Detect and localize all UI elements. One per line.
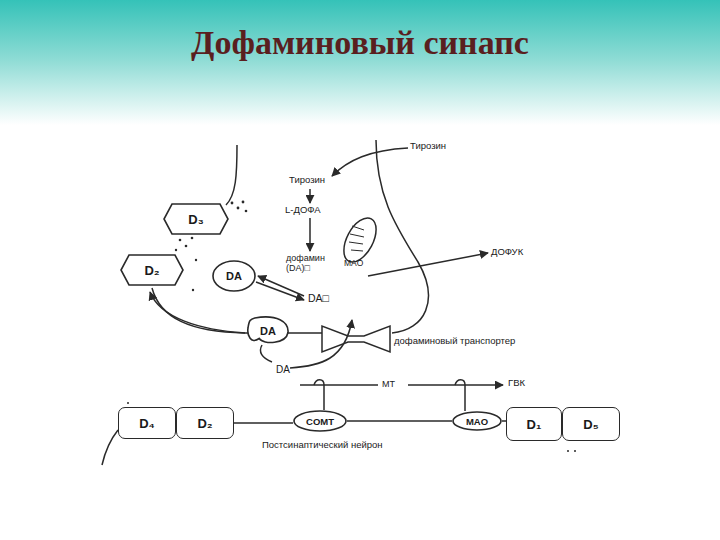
node-label: COMT bbox=[306, 416, 334, 427]
node-label: D₂ bbox=[197, 416, 212, 431]
node-label: DA bbox=[260, 325, 276, 337]
autoreceptor-d3: D₃ bbox=[163, 203, 229, 235]
node-label: D₁ bbox=[527, 417, 542, 432]
dopamine-label: DA□ bbox=[308, 292, 329, 304]
receptor-d2: D₂ bbox=[176, 407, 234, 439]
tyrosine-label: Тирозин bbox=[410, 141, 446, 152]
slide-title: Дофаминовый синапс bbox=[0, 24, 720, 62]
receptor-d1: D₁ bbox=[506, 407, 562, 441]
release-vesicle: DA bbox=[246, 316, 290, 346]
dopamine-label: DA bbox=[276, 364, 290, 376]
node-label: D₄ bbox=[139, 416, 155, 431]
dopamine-vesicle: DA bbox=[212, 260, 256, 292]
dopamine-label: дофамин (DA)□ bbox=[286, 253, 338, 274]
dopac-label: ДОФУК bbox=[491, 247, 523, 258]
receptor-d5: D₅ bbox=[562, 407, 620, 441]
mao-label: MAO bbox=[344, 259, 363, 269]
comt-enzyme: COMT bbox=[293, 410, 347, 432]
node-label: D₅ bbox=[583, 417, 598, 432]
autoreceptor-d2: D₂ bbox=[120, 254, 184, 286]
transporter-label: дофаминовый транспортер bbox=[394, 336, 515, 347]
ldopa-label: L-ДОФА bbox=[285, 205, 321, 216]
hva-label: ГВК bbox=[508, 378, 525, 389]
node-label: DA bbox=[226, 270, 242, 282]
receptor-d4: D₄ bbox=[118, 407, 176, 439]
node-label: D₃ bbox=[188, 212, 203, 227]
tyrosine-label: Тирозин bbox=[289, 175, 325, 186]
postsynaptic-label: Постсинаптический нейрон bbox=[262, 440, 383, 451]
node-label: MAO bbox=[466, 416, 488, 427]
node-label: D₂ bbox=[144, 263, 159, 278]
mao-enzyme: MAO bbox=[452, 411, 502, 431]
metabolite-label: МТ bbox=[382, 379, 395, 389]
